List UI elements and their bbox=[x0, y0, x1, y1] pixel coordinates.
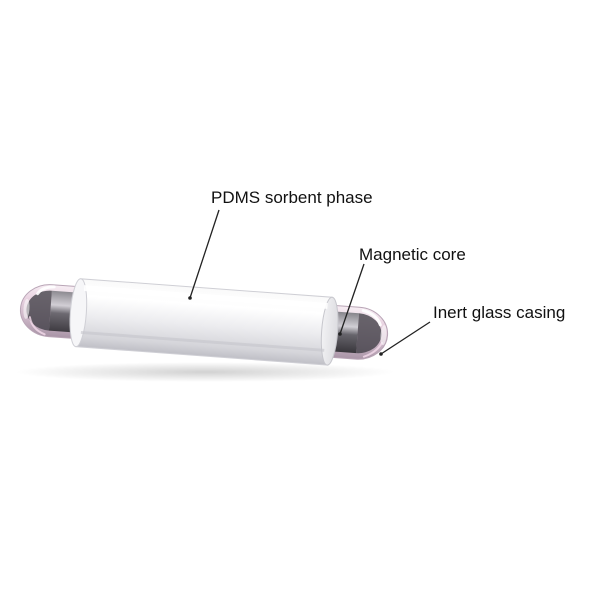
leader-dot-core bbox=[338, 332, 342, 336]
callout-pdms-sorbent-phase: PDMS sorbent phase bbox=[211, 188, 373, 207]
leader-dot-pdms bbox=[188, 296, 192, 300]
stir-bar bbox=[19, 278, 389, 366]
callout-magnetic-core: Magnetic core bbox=[359, 245, 466, 264]
callout-inert-glass-casing: Inert glass casing bbox=[433, 303, 566, 322]
leader-dot-glass bbox=[379, 352, 383, 356]
drop-shadow bbox=[15, 362, 395, 382]
leader-line-pdms bbox=[189, 209, 220, 299]
leader-line-core bbox=[339, 263, 365, 335]
leader-line-glass bbox=[380, 321, 431, 355]
pdms-coating bbox=[69, 278, 339, 366]
